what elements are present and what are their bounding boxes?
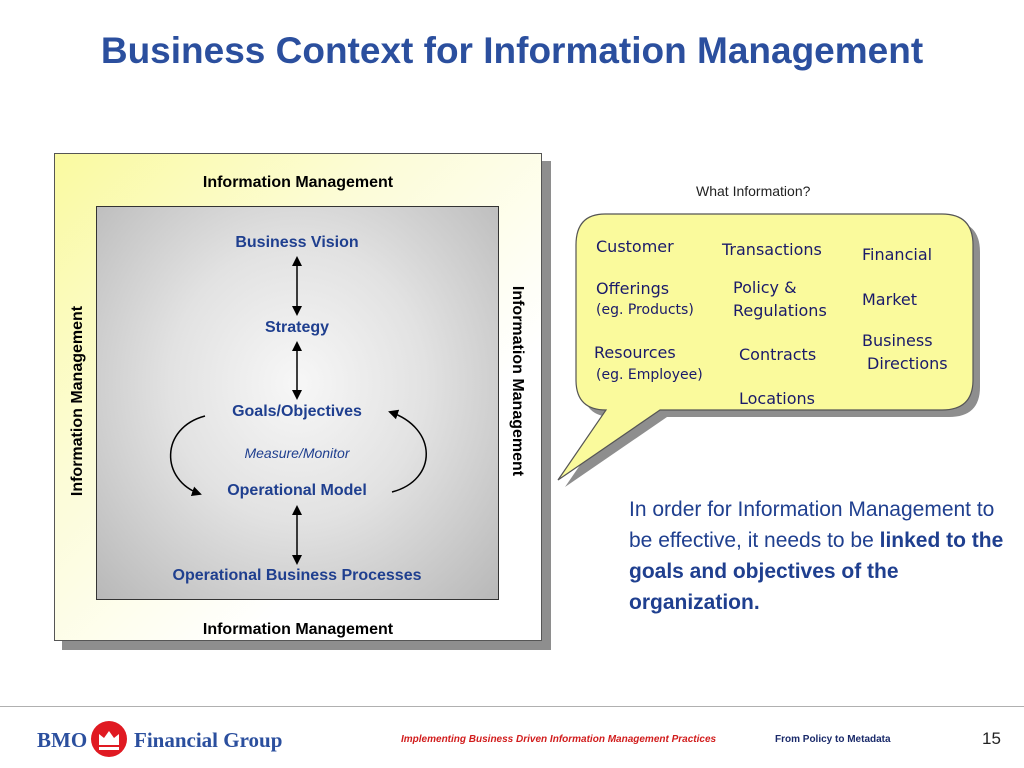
key-message: In order for Information Management to b… [629, 494, 1009, 618]
info-item-transactions: Transactions [722, 240, 822, 259]
info-item-contracts: Contracts [739, 345, 817, 364]
footer-subtitle: From Policy to Metadata [775, 734, 891, 745]
im-label-top: Information Management [202, 174, 394, 191]
info-item-financial: Financial [862, 245, 933, 264]
loop-arrow-right [388, 409, 427, 493]
page-number: 15 [982, 729, 1001, 748]
slide-title: Business Context for Information Managem… [100, 30, 924, 71]
what-information-callout [557, 213, 974, 481]
info-item-policy-line2: Regulations [733, 301, 827, 320]
bmo-logo-text: BMO [37, 728, 88, 752]
info-item-market: Market [862, 290, 917, 309]
financial-group-logo-text: Financial Group [134, 728, 283, 752]
strategy-label: Strategy [264, 319, 330, 336]
measure-monitor-label: Measure/Monitor [244, 445, 350, 461]
loop-arrow-left [169, 415, 206, 497]
footer-presentation-title: Implementing Business Driven Information… [401, 734, 717, 745]
key-message-emphasis: linked to the goals and objectives of th… [629, 529, 1004, 614]
bmo-roundel-icon [91, 721, 127, 757]
key-message-text: In order for Information Management to b… [629, 498, 995, 552]
info-item-resources-note: (eg. Employee) [596, 367, 703, 383]
info-item-locations: Locations [739, 389, 816, 408]
info-item-business-line2: Directions [867, 354, 948, 373]
operational-processes-label: Operational Business Processes [172, 567, 422, 584]
business-vision-label: Business Vision [235, 234, 359, 251]
operational-model-label: Operational Model [227, 482, 367, 499]
info-item-offerings: Offerings [596, 279, 670, 298]
info-item-offerings-note: (eg. Products) [596, 302, 694, 318]
info-item-policy-line1: Policy & [733, 278, 797, 297]
goals-objectives-label: Goals/Objectives [232, 403, 362, 420]
info-item-customer: Customer [596, 237, 674, 256]
info-item-business-line1: Business [862, 331, 933, 350]
im-label-bottom: Information Management [202, 621, 394, 638]
footer-divider [0, 706, 1024, 707]
info-item-resources: Resources [594, 343, 676, 362]
what-information-heading: What Information? [696, 183, 811, 199]
